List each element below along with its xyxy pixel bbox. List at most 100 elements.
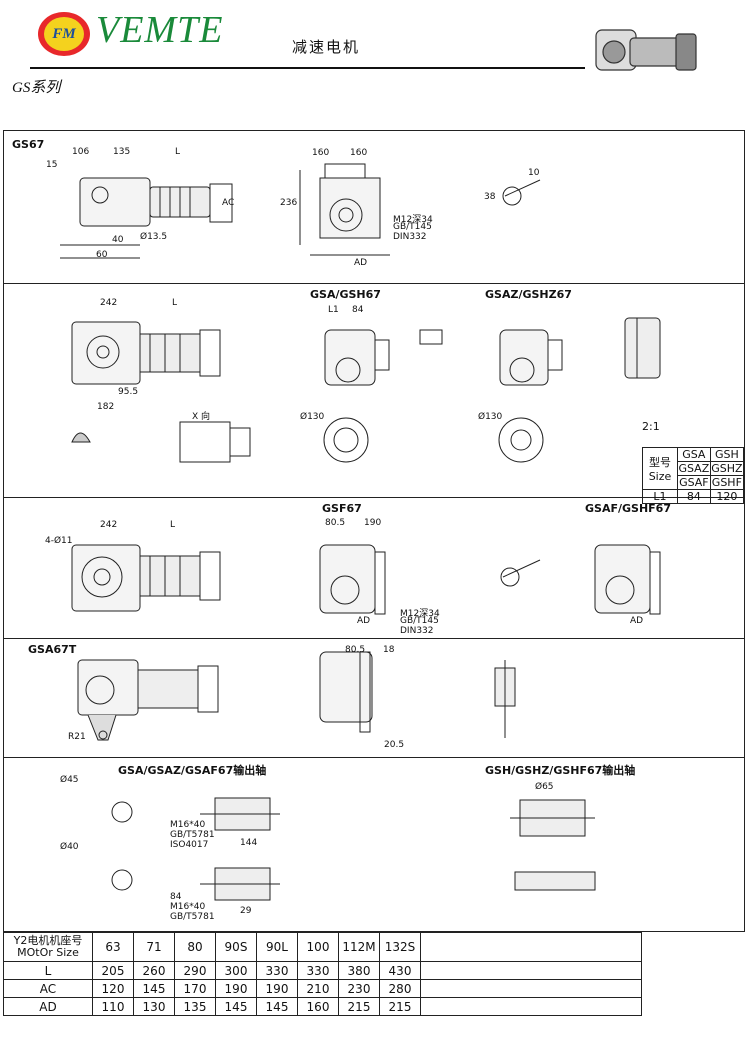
dim-l: L (172, 298, 178, 308)
section-label-output-shaft-a: GSA/GSAZ/GSAF67输出轴 (118, 764, 267, 777)
spec-cell: GSAF (677, 475, 711, 490)
dim-175: 60 (96, 250, 108, 260)
dim-r21: R21 (68, 732, 86, 742)
dim-gbt5781-b: M16*40 (170, 902, 206, 912)
cell: 215 (338, 997, 380, 1016)
cell: 330 (297, 961, 339, 980)
size-100: 100 (297, 932, 339, 962)
cell: 260 (133, 961, 175, 980)
dim-236: 236 (280, 198, 298, 208)
series-label: GS系列 (12, 80, 61, 96)
dim-gbt: GB/T145 (393, 222, 432, 232)
spec-value: 120 (709, 489, 745, 504)
cell: 230 (338, 979, 380, 998)
cell: 190 (215, 979, 257, 998)
dim-15: 15 (46, 160, 58, 170)
section-label-output-shaft-h: GSH/GSHZ/GSHF67输出轴 (485, 764, 636, 777)
document-title: 减速电机 (292, 38, 361, 56)
dim-60: 40 (112, 235, 124, 245)
dim-106: 106 (72, 147, 90, 157)
dim-gbt: GB/T145 (400, 616, 439, 626)
dim-242: 242 (100, 298, 118, 308)
dim-m12: M12深34 (400, 609, 440, 619)
cell: 380 (338, 961, 380, 980)
x-view-label: X 向 (192, 412, 211, 422)
dim-ad: AD (354, 258, 368, 268)
cell: 300 (215, 961, 257, 980)
dim-160-b: 160 (350, 148, 368, 158)
dim-m16: M16*40 (170, 820, 206, 830)
section-label-gsaf-gshf67: GSAF/GSHF67 (585, 502, 671, 515)
section-label-gs67: GS67 (12, 138, 45, 151)
blank-cell (420, 997, 642, 1016)
size-80: 80 (174, 932, 216, 962)
dim-144: 144 (240, 838, 258, 848)
dim-d45: Ø45 (60, 775, 79, 785)
row-label-ac: AC (3, 979, 93, 998)
dim-din: DIN332 (393, 232, 427, 242)
brand-logo-text: FM (44, 17, 84, 51)
dim-l: L (170, 520, 176, 530)
dim-20-5: 20.5 (384, 740, 405, 750)
dim-iso: ISO4017 (170, 840, 209, 850)
dim-4-11: 4-Ø11 (45, 536, 73, 546)
scale-ratio: 2:1 (642, 420, 660, 433)
cell: 135 (174, 997, 216, 1016)
size-71: 71 (133, 932, 175, 962)
dim-120: Ø65 (535, 782, 554, 792)
drawing-frame (3, 130, 745, 932)
cell: 190 (256, 979, 298, 998)
dim-gbt5781: GB/T5781 (170, 830, 215, 840)
dim-190: 190 (364, 518, 382, 528)
dim-m12: M12深34 (393, 215, 433, 225)
dim-d40: Ø40 (60, 842, 79, 852)
dim-84: 84 (352, 305, 364, 315)
size-63: 63 (92, 932, 134, 962)
blank-cell (420, 961, 642, 980)
cell: 290 (174, 961, 216, 980)
dim-182: 182 (97, 402, 115, 412)
spec-cell: GSH (709, 447, 745, 462)
row-label-l: L (3, 961, 93, 980)
cell: 215 (379, 997, 421, 1016)
size-90s: 90S (215, 932, 257, 962)
spec-cell: GSA (677, 447, 711, 462)
row-label-ad: AD (3, 997, 93, 1016)
cell: 430 (379, 961, 421, 980)
dim-18: 18 (383, 645, 395, 655)
section-divider (3, 283, 745, 284)
spec-value: 84 (677, 489, 711, 504)
cell: 145 (215, 997, 257, 1016)
dim-130: Ø130 (300, 412, 325, 422)
section-divider (3, 757, 745, 758)
size-132s: 132S (379, 932, 421, 962)
section-divider (3, 638, 745, 639)
dim-ac: AC (222, 198, 235, 208)
dim-l1: L1 (328, 305, 339, 315)
cell: 210 (297, 979, 339, 998)
dim-13-5: Ø13.5 (140, 232, 168, 242)
cell: 110 (92, 997, 134, 1016)
dim-ad-b: AD (630, 616, 644, 626)
header-divider (30, 67, 585, 69)
dim-130-b: Ø130 (478, 412, 503, 422)
dim-l: L (175, 147, 181, 157)
spec-cell: GSAZ (677, 461, 711, 476)
spec-cell: GSHF (709, 475, 745, 490)
blank-cell (420, 979, 642, 998)
dim-m16-b: 84 (170, 892, 182, 902)
dim-135: 135 (113, 147, 131, 157)
cell: 145 (133, 979, 175, 998)
dim-80-5: 80.5 (345, 645, 366, 655)
cell: 330 (256, 961, 298, 980)
cell: 120 (92, 979, 134, 998)
section-divider (3, 497, 745, 498)
dim-160: 160 (312, 148, 330, 158)
dim-144-b: 29 (240, 906, 252, 916)
cell: 170 (174, 979, 216, 998)
dim-ad: AD (357, 616, 371, 626)
brand-logo: FM (38, 12, 90, 56)
cell: 205 (92, 961, 134, 980)
